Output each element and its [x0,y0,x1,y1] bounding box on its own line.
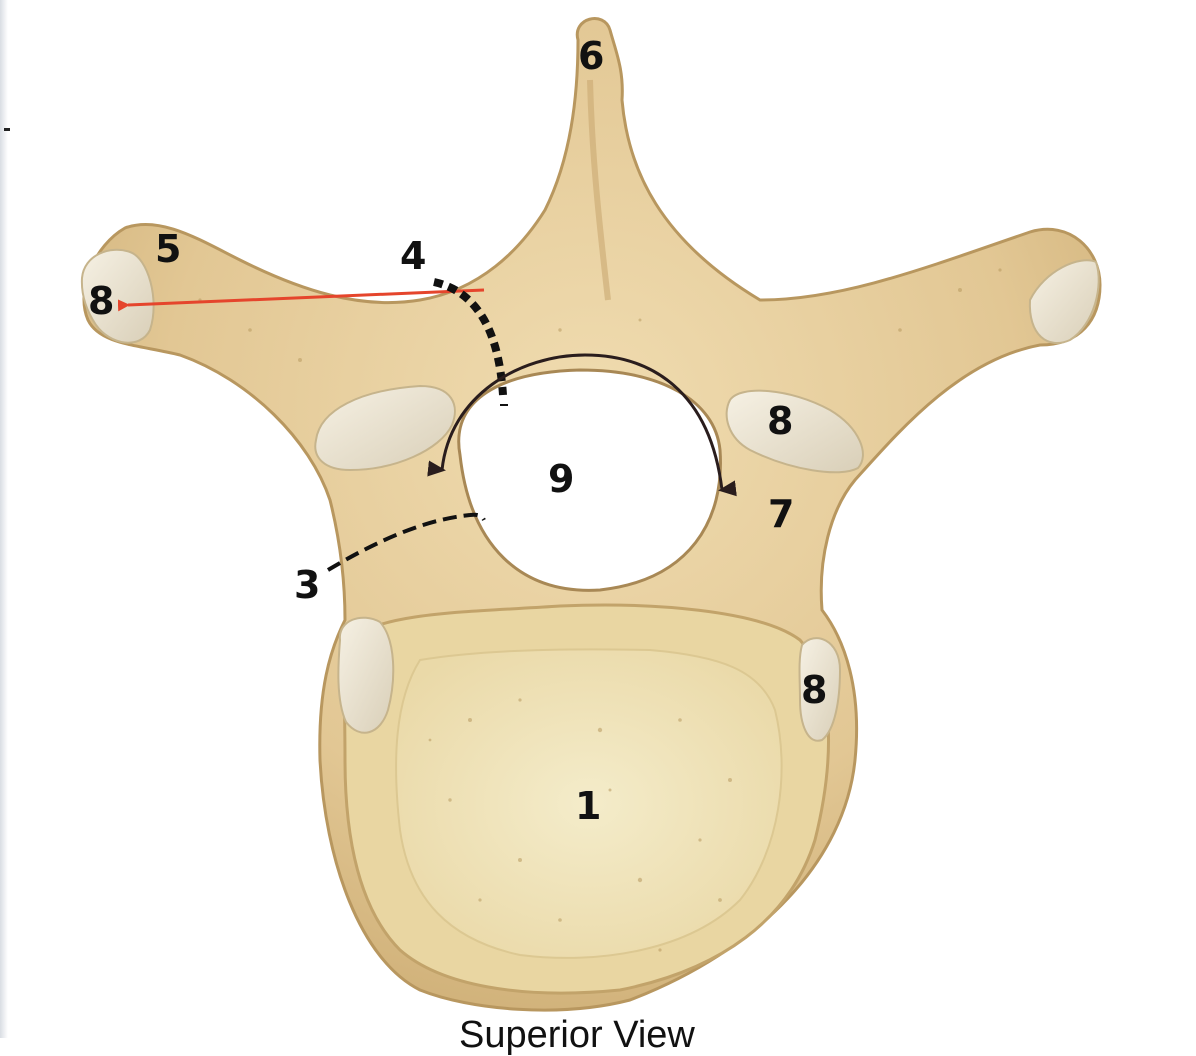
label-vertebral-body: 1 [575,784,602,828]
spinous-ridge [587,79,611,301]
foramen-double-arrow [427,353,737,497]
red-arrow [117,288,485,312]
facet-left-body [337,616,395,734]
vertebral-body-endplate [395,648,783,959]
label-facet-body: 8 [801,668,828,712]
pedicle-dashed-line [326,512,486,572]
label-pedicle: 3 [294,563,321,607]
label-transverse-process: 5 [155,227,182,271]
trabecular-dots [198,268,1002,952]
label-facet-transverse: 8 [88,279,115,323]
window-edge [0,0,8,1038]
facet-right-superior [725,389,864,474]
figure-caption: Superior View [459,1014,695,1056]
label-facet-superior: 8 [767,399,794,443]
label-superior-articular-process: 7 [768,492,795,536]
facet-left-superior [314,384,456,472]
articular-facets [80,248,1100,742]
label-lamina: 4 [400,234,427,278]
edge-tick-mark [4,128,10,131]
facet-right-body [798,637,842,742]
facet-left-transverse [80,248,155,344]
facet-right-transverse [1028,259,1100,345]
label-vertebral-foramen: 9 [548,457,575,501]
label-spinous-process: 6 [578,34,605,78]
